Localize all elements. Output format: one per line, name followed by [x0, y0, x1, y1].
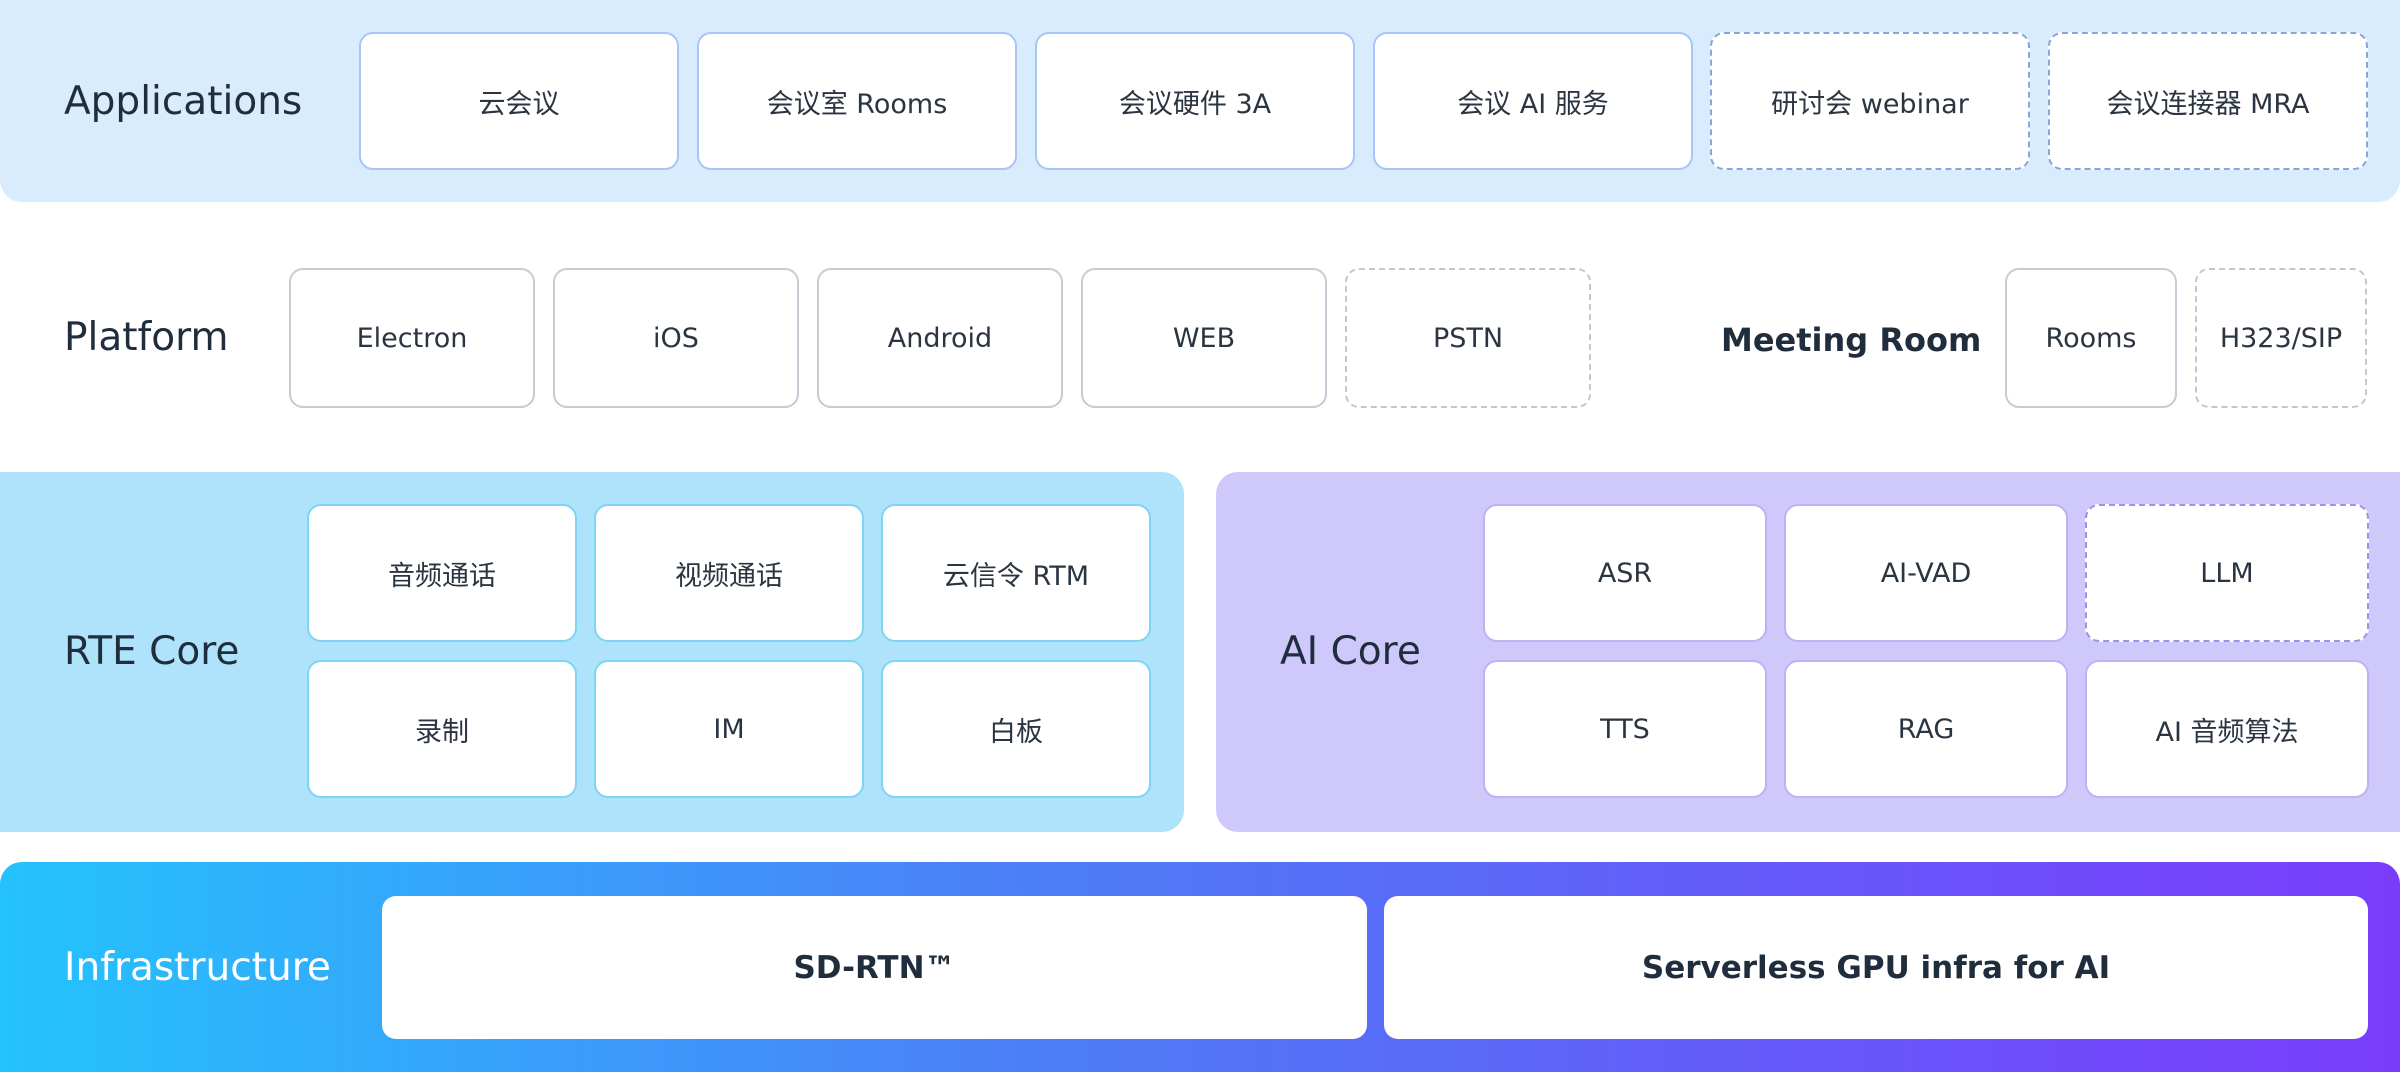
rte-box-whiteboard: 白板	[881, 660, 1151, 798]
rte-core-label: RTE Core	[64, 629, 240, 674]
platform-label: Platform	[64, 315, 229, 360]
app-box-ai-service: 会议 AI 服务	[1373, 32, 1693, 170]
platform-box-rooms: Rooms	[2005, 268, 2177, 408]
rte-box-rtm: 云信令 RTM	[881, 504, 1151, 642]
infra-box-serverless-gpu: Serverless GPU infra for AI	[1384, 896, 2368, 1039]
applications-label: Applications	[64, 79, 303, 124]
platform-box-pstn: PSTN	[1345, 268, 1591, 408]
meeting-room-label: Meeting Room	[1721, 321, 1982, 359]
app-box-rooms: 会议室 Rooms	[697, 32, 1017, 170]
ai-box-tts: TTS	[1483, 660, 1767, 798]
ai-box-ai-vad: AI-VAD	[1784, 504, 2068, 642]
rte-box-video-call: 视频通话	[594, 504, 864, 642]
ai-box-audio-algorithm: AI 音频算法	[2085, 660, 2369, 798]
platform-box-web: WEB	[1081, 268, 1327, 408]
ai-box-llm: LLM	[2085, 504, 2369, 642]
platform-box-h323-sip: H323/SIP	[2195, 268, 2367, 408]
rte-box-recording: 录制	[307, 660, 577, 798]
rte-box-audio-call: 音频通话	[307, 504, 577, 642]
ai-core-label: AI Core	[1280, 629, 1421, 674]
infra-box-sd-rtn: SD-RTN™	[382, 896, 1367, 1039]
ai-box-asr: ASR	[1483, 504, 1767, 642]
ai-box-rag: RAG	[1784, 660, 2068, 798]
app-box-cloud-meeting: 云会议	[359, 32, 679, 170]
platform-box-ios: iOS	[553, 268, 799, 408]
app-box-webinar: 研讨会 webinar	[1710, 32, 2030, 170]
infrastructure-label: Infrastructure	[64, 945, 331, 990]
rte-box-im: IM	[594, 660, 864, 798]
app-box-hardware-3a: 会议硬件 3A	[1035, 32, 1355, 170]
platform-box-android: Android	[817, 268, 1063, 408]
app-box-mra: 会议连接器 MRA	[2048, 32, 2368, 170]
platform-box-electron: Electron	[289, 268, 535, 408]
